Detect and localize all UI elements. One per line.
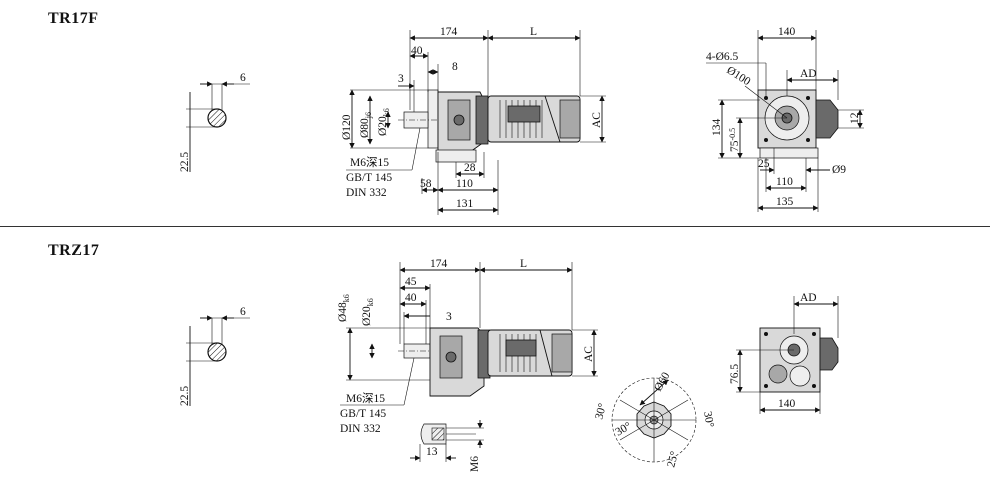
tr17f-end-AD: AD: [800, 68, 817, 80]
tr17f-dim-174: 174: [440, 26, 458, 38]
tr17f-thread: M6深15: [350, 155, 389, 169]
tr17f-dim-20-tol: k6: [382, 108, 391, 116]
svg-text:Ø20k6: Ø20k6: [377, 108, 391, 136]
tr17f-end-dim-140: 140: [778, 26, 796, 38]
tr17f-end-dim-110: 110: [776, 176, 793, 188]
svg-text:75-0.5: 75-0.5: [728, 128, 741, 152]
tr17f-dim-110: 110: [456, 178, 473, 190]
tr17f-dim-131: 131: [456, 198, 474, 210]
trz17-dim-20-tol: k6: [366, 298, 375, 306]
trz17-dim-L: L: [520, 258, 527, 270]
tr17f-end-dim-75-tol: -0.5: [728, 128, 737, 141]
tr17f-dim-L: L: [530, 26, 537, 38]
trz17-dim-M6: M6: [469, 456, 481, 472]
trz17-end-view: AD 76.5 140: [729, 292, 839, 414]
trz17-flange-angle-25: 25°: [665, 450, 681, 469]
tr17f-dim-20: Ø20: [377, 116, 389, 136]
tr17f-end-dim-75: 75: [729, 140, 741, 152]
svg-text:Ø80j6: Ø80j6: [359, 112, 373, 138]
tr17f-std-din: DIN 332: [346, 187, 387, 199]
section-title-tr17f: TR17F: [48, 10, 99, 27]
trz17-flange-angle-left: 30°: [593, 402, 609, 421]
tr17f-dim-28: 28: [464, 162, 476, 174]
trz17-key-section: 6 22.5: [179, 306, 250, 406]
tr17f-key-width: 6: [240, 72, 246, 84]
tr17f-end-dim-12: 12: [849, 112, 861, 124]
trz17-key-height: 22.5: [179, 386, 191, 406]
trz17-end-dim-76: 76.5: [729, 364, 741, 384]
tr17f-dim-80-tol: j6: [364, 112, 373, 119]
trz17-dim-13: 13: [426, 446, 438, 458]
trz17-dim-3: 3: [446, 311, 452, 323]
tr17f-end-dim-134: 134: [711, 119, 723, 137]
tr17f-side-view: 174 L 40 8 3 Ø120 Ø80j6 Ø20k6 A: [341, 26, 606, 215]
tr17f-end-holes: 4-Ø6.5: [706, 51, 739, 63]
tr17f-std-gb: GB/T 145: [346, 172, 392, 184]
tr17f-dim-AC: AC: [591, 112, 603, 128]
tr17f-dim-120: Ø120: [341, 114, 353, 140]
tr17f-dim-58: 58: [420, 178, 432, 190]
section-divider: [0, 226, 990, 227]
trz17-dim-20: Ø20: [361, 306, 373, 326]
trz17-dim-48-tol: k6: [342, 294, 351, 302]
trz17-flange-angle-right: 30°: [701, 410, 716, 428]
trz17-std-din: DIN 332: [340, 423, 381, 435]
tr17f-end-dim-25: 25: [758, 158, 770, 170]
tr17f-key-section: 6 22.5: [179, 72, 250, 172]
svg-text:Ø48k6: Ø48k6: [337, 294, 351, 322]
tr17f-end-dim-9: Ø9: [832, 164, 846, 176]
trz17-dim-48: Ø48: [337, 302, 349, 322]
tr17f-dim-80: Ø80: [359, 118, 371, 138]
trz17-dim-AC: AC: [583, 346, 595, 362]
trz17-flange-dia60: Ø60: [652, 370, 672, 393]
tr17f-end-view: 140 4-Ø6.5 Ø100 AD 134 75-0.5 12 25: [706, 26, 864, 212]
trz17-thread: M6深15: [346, 391, 385, 405]
trz17-flange-detail: Ø60 30° 30° 30° 25°: [593, 370, 715, 469]
trz17-key-width: 6: [240, 306, 246, 318]
tr17f-end-dim-135: 135: [776, 196, 794, 208]
trz17-std-gb: GB/T 145: [340, 408, 386, 420]
trz17-flange-angle-inner: 30°: [614, 420, 634, 439]
trz17-end-AD: AD: [800, 292, 817, 304]
trz17-dim-40: 40: [405, 292, 417, 304]
tr17f-end-pcd: Ø100: [724, 64, 752, 88]
trz17-end-dim-140: 140: [778, 398, 796, 410]
tr17f-dim-3: 3: [398, 73, 404, 85]
trz17-dim-174: 174: [430, 258, 448, 270]
tr17f-key-height: 22.5: [179, 152, 191, 172]
trz17-side-view: 174 L 45 40 3 Ø48k6 Ø20k6 AC M6深15 GB/T …: [337, 258, 598, 472]
svg-text:Ø20k6: Ø20k6: [361, 298, 375, 326]
tr17f-dim-8: 8: [452, 61, 458, 73]
trz17-dim-45: 45: [405, 276, 417, 288]
section-title-trz17: TRZ17: [48, 242, 100, 259]
tr17f-dim-40: 40: [411, 45, 423, 57]
